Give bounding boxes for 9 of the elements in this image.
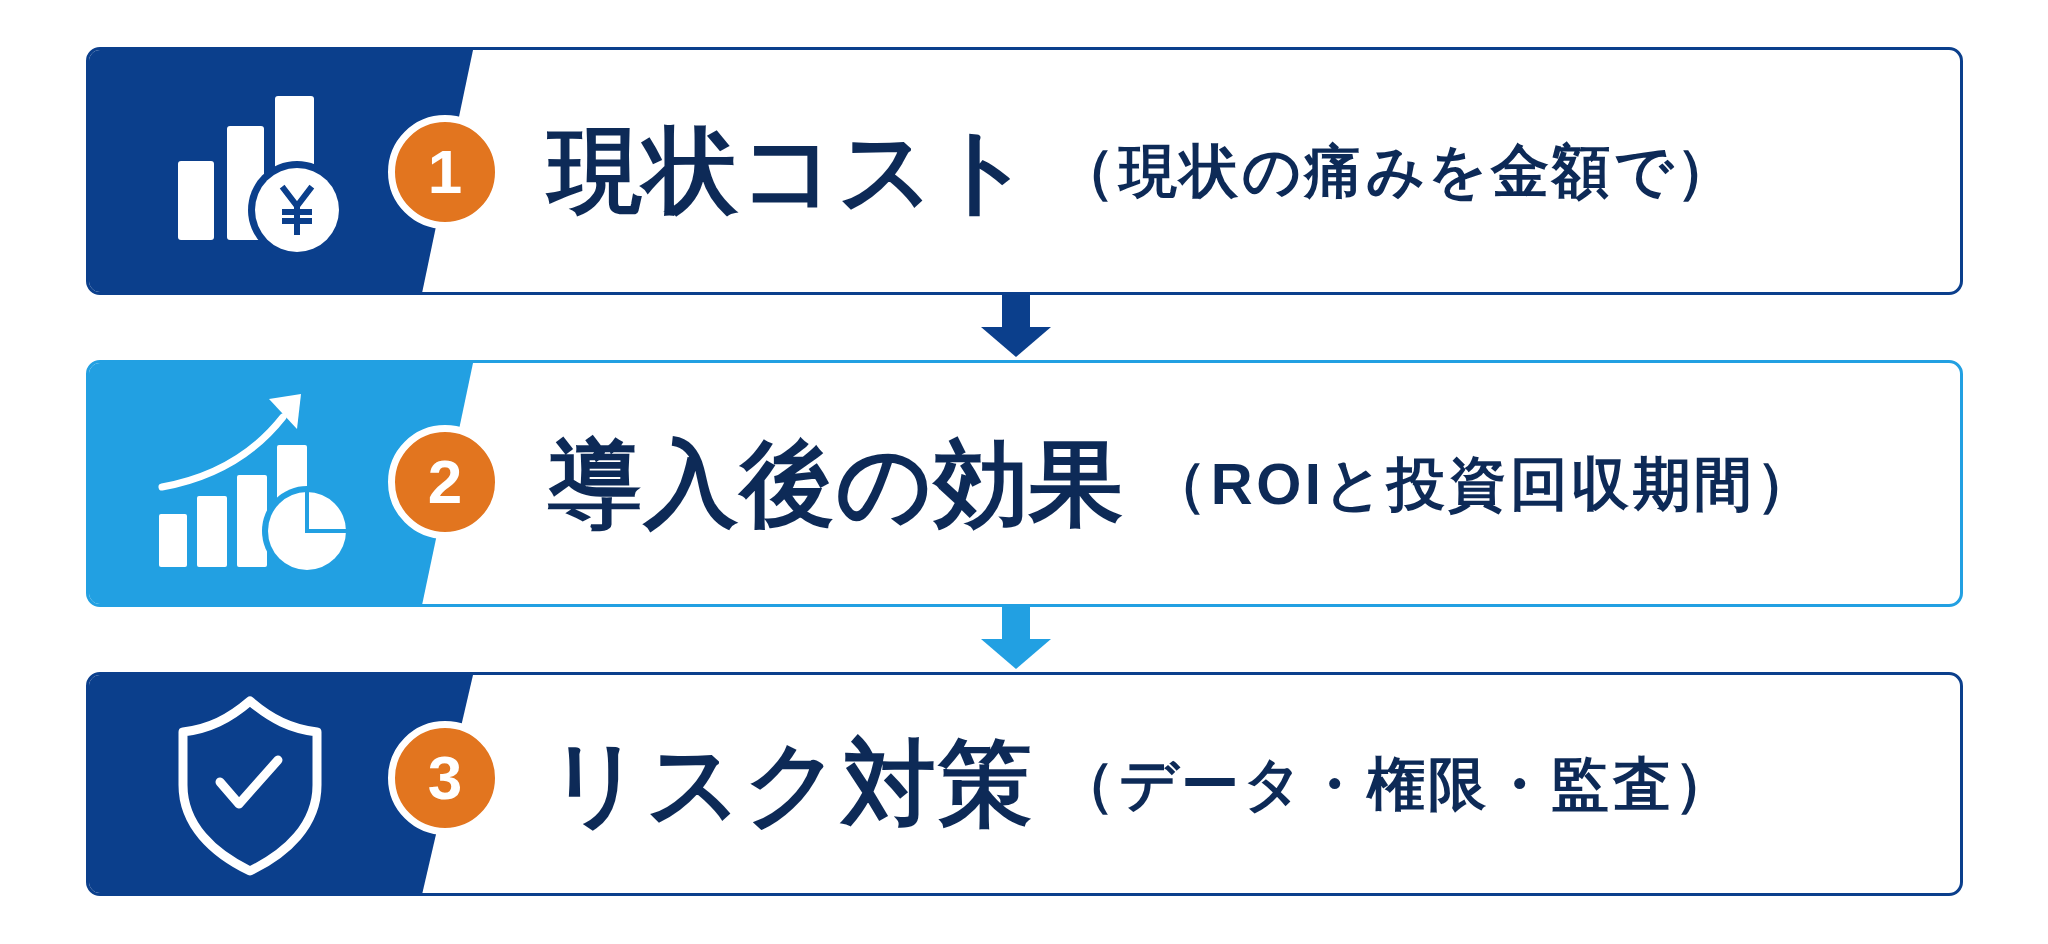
step-card [86,672,1963,896]
down-arrow [981,294,1051,357]
step-subtitle: （ROIと投資回収期間） [1149,454,1818,513]
step-subtitle: （現状の痛みを金額で） [1057,142,1738,200]
down-arrow [981,606,1051,669]
step-card [86,360,1963,607]
step-card [86,47,1963,295]
step-subtitle: （データ・権限・監査） [1057,755,1736,813]
step-title: 導入後の効果 [548,436,1126,531]
